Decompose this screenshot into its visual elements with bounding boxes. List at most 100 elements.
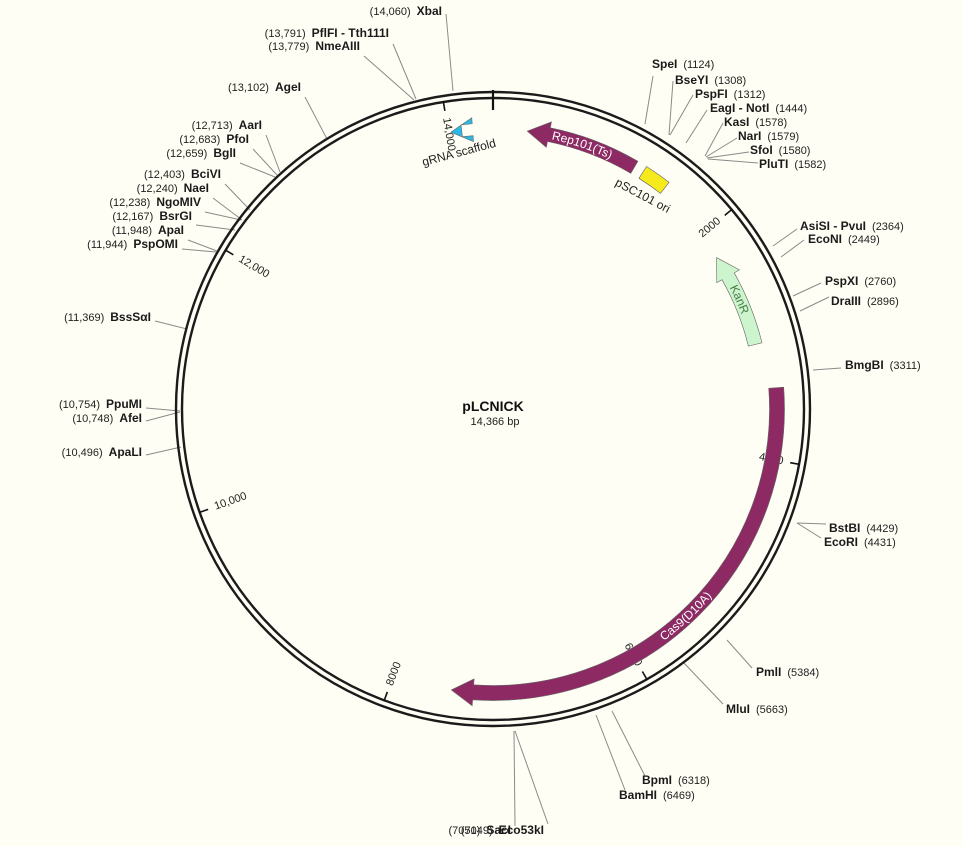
enzyme-position: (1579) <box>767 131 799 143</box>
enzyme-name: AsiSI - PvuI <box>800 219 866 233</box>
enzyme-name: KasI <box>724 115 749 129</box>
leader-kasi <box>704 122 724 157</box>
enzyme-labels: (14,060)XbaI(13,791)PflFI - Tth111I(13,7… <box>59 4 921 837</box>
enzyme-name: PflFI - Tth111I <box>312 26 389 40</box>
enzyme-site-pspomi: (11,944)PspOMI <box>87 237 178 251</box>
enzyme-name: AfeI <box>119 411 142 425</box>
feature-kanr <box>716 257 763 347</box>
enzyme-site-draiii: DraIII(2896) <box>831 294 899 308</box>
feature-label-kanr: KanR <box>727 282 752 316</box>
enzyme-position: (13,791) <box>265 28 306 40</box>
enzyme-position: (12,403) <box>144 169 185 181</box>
leader-spei <box>644 75 654 125</box>
tick-label-14000: 14,000 <box>440 117 457 152</box>
enzyme-site-ppumi: (10,754)PpuMI <box>59 397 142 411</box>
enzyme-site-afei: (10,748)AfeI <box>72 411 142 425</box>
enzyme-name: PspXI <box>825 274 858 288</box>
enzyme-position: (6318) <box>678 775 710 787</box>
leader-ppumi <box>145 407 181 412</box>
enzyme-position: (2449) <box>848 234 880 246</box>
enzyme-site-pluti: PluTI(1582) <box>759 157 826 171</box>
leader-pspfi <box>669 94 694 136</box>
enzyme-name: BciVI <box>191 167 221 181</box>
enzyme-site-pfoi: (12,683)PfoI <box>179 132 249 146</box>
leader-bseyi <box>668 80 674 136</box>
enzyme-name: NaeI <box>184 181 209 195</box>
enzyme-name: PpuMI <box>106 397 142 411</box>
tick-label-12000: 12,000 <box>236 253 271 281</box>
plasmid-name: pLCNICK <box>462 398 523 414</box>
leader-nari <box>705 137 738 158</box>
tick-12000 <box>224 248 234 256</box>
leader-pflfi-tth111i <box>392 43 417 100</box>
enzyme-site-sfoi: SfoI(1580) <box>750 143 810 157</box>
leader-saci <box>513 730 516 827</box>
leader-ecori <box>796 522 822 539</box>
leader-eagi-noti <box>685 109 708 144</box>
enzyme-name: NgoMIV <box>156 195 201 209</box>
enzyme-name: BsrGI <box>159 209 192 223</box>
enzyme-name: ApaI <box>158 223 184 237</box>
leader-bsrgi <box>195 224 236 231</box>
enzyme-position: (12,240) <box>137 183 178 195</box>
enzyme-position: (1308) <box>714 75 746 87</box>
enzyme-position: (1312) <box>734 89 766 101</box>
leader-ngomiv <box>204 211 242 221</box>
enzyme-site-agei: (13,102)AgeI <box>228 80 301 94</box>
enzyme-site-bgli: (12,659)BglI <box>166 146 236 160</box>
enzyme-site-asisi-pvui: AsiSI - PvuI (2364) <box>800 219 904 233</box>
enzyme-site-bmgbi: BmgBI(3311) <box>845 358 921 372</box>
enzyme-position: (12,683) <box>179 134 220 146</box>
enzyme-position: (12,167) <box>112 211 153 223</box>
enzyme-name: BpmI <box>642 773 672 787</box>
enzyme-site-bseyi: BseYI (1308) <box>675 73 746 87</box>
enzyme-site-xbai: (14,060)XbaI <box>370 4 442 18</box>
enzyme-position: (1582) <box>794 159 826 171</box>
leader-sfoi <box>706 151 750 159</box>
feature-label-grna-scaffold: gRNA scaffold <box>420 136 497 169</box>
enzyme-site-kasi: KasI(1578) <box>724 115 787 129</box>
tick-14000 <box>442 100 446 111</box>
leader-apai <box>187 239 218 252</box>
enzyme-site-aari: (12,713)AarI <box>192 118 262 132</box>
leader-bpmi <box>611 710 646 777</box>
enzyme-site-spei: SpeI (1124) <box>652 57 714 71</box>
tick-4000 <box>790 461 801 466</box>
enzyme-site-ecori: EcoRI(4431) <box>824 535 896 549</box>
enzyme-site-bpmi: BpmI (6318) <box>642 773 710 787</box>
enzyme-name: BglI <box>213 146 236 160</box>
enzyme-site-bcivi: (12,403) BciVI <box>144 167 221 181</box>
enzyme-name: PmlI <box>756 665 781 679</box>
enzyme-name: SacI <box>486 823 511 837</box>
leader-bmgbi <box>812 367 842 371</box>
leader-pluti <box>707 158 759 164</box>
leader-agei <box>304 96 328 140</box>
enzyme-site-eco53ki: (7049)Eco53kI <box>461 823 544 837</box>
enzyme-name: BmgBI <box>845 358 884 372</box>
enzyme-name: PspOMI <box>133 237 178 251</box>
leader-pspomi <box>181 248 217 253</box>
plasmid-size: 14,366 bp <box>471 416 520 428</box>
enzyme-position: (5384) <box>787 667 819 679</box>
enzyme-position: (7051) <box>449 825 481 837</box>
enzyme-position: (10,496) <box>62 447 103 459</box>
enzyme-site-nari: NarI(1579) <box>738 129 799 143</box>
leader-aari <box>265 134 281 173</box>
feature-rep101-ts <box>526 121 639 174</box>
enzyme-position: (1444) <box>775 103 807 115</box>
enzyme-name: ApaLI <box>109 445 142 459</box>
feature-psc101-ori <box>638 166 670 194</box>
enzyme-name: NmeAIII <box>315 39 360 53</box>
enzyme-leader-lines <box>145 13 842 827</box>
enzyme-name: BseYI <box>675 73 708 87</box>
enzyme-name: BssSαI <box>110 310 151 324</box>
enzyme-name: BstBI <box>829 521 860 535</box>
leader-nmeaiii <box>363 55 415 101</box>
enzyme-position: (2364) <box>872 221 904 233</box>
tick-label-8000: 8000 <box>384 660 404 687</box>
enzyme-name: SfoI <box>750 143 773 157</box>
enzyme-position: (1124) <box>683 59 714 71</box>
enzyme-name: SpeI <box>652 57 677 71</box>
enzyme-position: (5663) <box>756 704 788 716</box>
